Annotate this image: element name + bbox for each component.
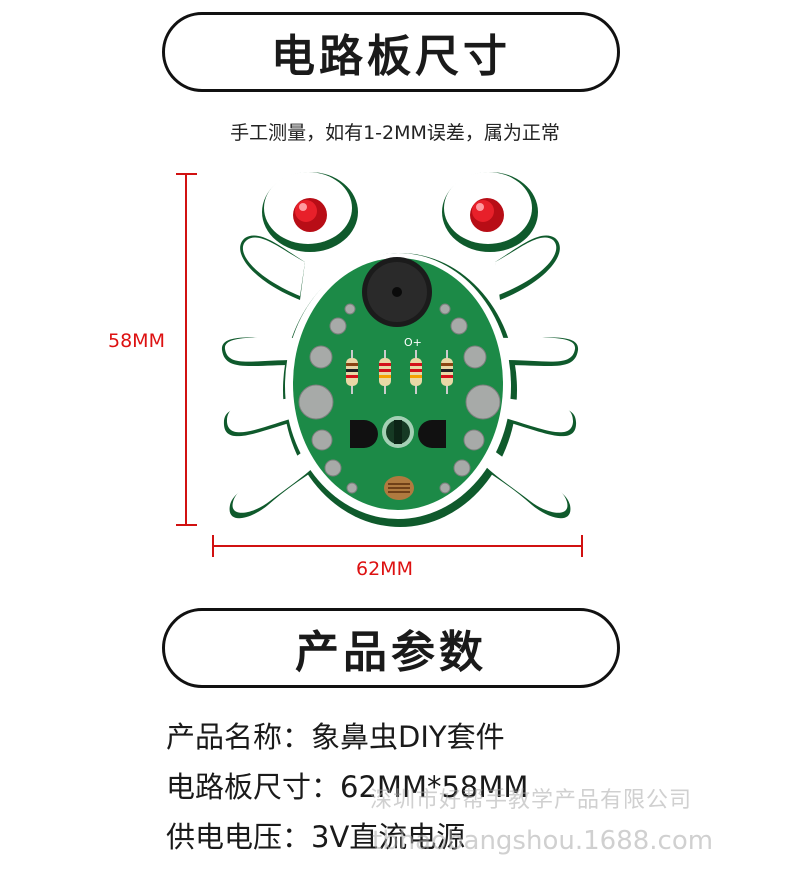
product-params-title: 产品参数 <box>162 608 620 688</box>
spec-value: 62MM*58MM <box>340 770 529 804</box>
spec-row-voltage: 供电电压：3V直流电源 <box>166 814 465 856</box>
solder-pads <box>298 303 501 494</box>
width-dimension-line <box>212 535 583 557</box>
led-left <box>293 198 327 232</box>
board-size-title: 电路板尺寸 <box>162 12 620 92</box>
width-dimension-label: 62MM <box>356 558 413 580</box>
transistor-left <box>350 420 378 448</box>
spec-label: 供电电压： <box>166 820 312 854</box>
photoresistor <box>384 476 414 500</box>
spec-label: 产品名称： <box>166 720 312 754</box>
watermark-site: tbhaobangshou.1688.com <box>372 826 714 856</box>
spec-value: 3V直流电源 <box>311 820 466 854</box>
measurement-note: 手工测量，如有1-2MM误差，属为正常 <box>230 122 560 144</box>
polarity-mark: O+ <box>404 336 422 349</box>
spec-value: 象鼻虫DIY套件 <box>311 720 505 754</box>
resistors <box>346 350 453 394</box>
height-dimension-line <box>176 173 197 526</box>
transistor-right <box>418 420 446 448</box>
spec-row-board-size: 电路板尺寸：62MM*58MM <box>166 764 528 806</box>
pcb-board <box>221 172 579 527</box>
spec-label: 电路板尺寸： <box>166 770 341 804</box>
capacitor <box>382 416 414 448</box>
buzzer <box>362 257 432 327</box>
spec-row-product-name: 产品名称：象鼻虫DIY套件 <box>166 714 505 756</box>
led-right <box>470 198 504 232</box>
watermark-company: 深圳市好帮手教学产品有限公司 <box>370 788 693 813</box>
height-dimension-label: 58MM <box>108 330 165 352</box>
